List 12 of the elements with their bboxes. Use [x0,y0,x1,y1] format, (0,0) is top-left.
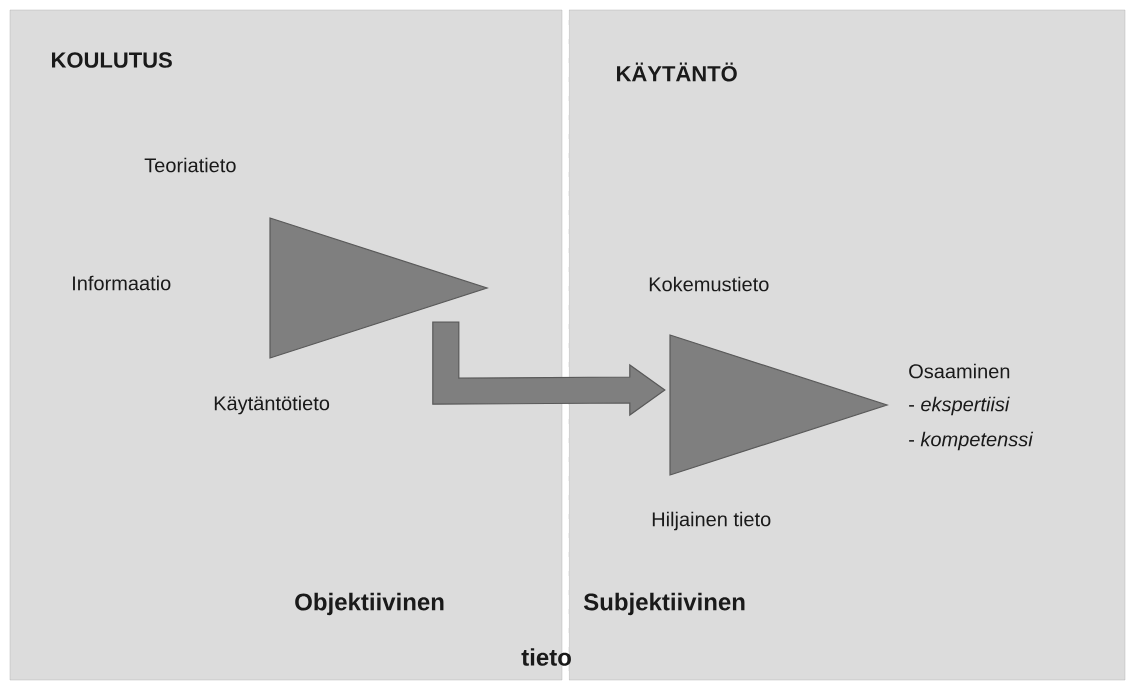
text-label: - kompetenssi [909,431,1034,451]
text-label: Osaaminen [909,363,1010,379]
text-label: Hiljainen tieto [652,511,771,531]
text-label: Informaatio [73,275,171,291]
bent-arrow [432,321,666,417]
text-label: Objektiivinen [295,592,444,616]
text-label: Subjektiivinen [583,592,745,616]
text-label: Käytäntötieto [214,395,330,415]
text-label: tieto [521,648,571,666]
text-label: Teoriatieto [144,157,236,173]
text-label: - ekspertiisi [909,396,1010,416]
text-label: Kokemustieto [649,276,769,292]
